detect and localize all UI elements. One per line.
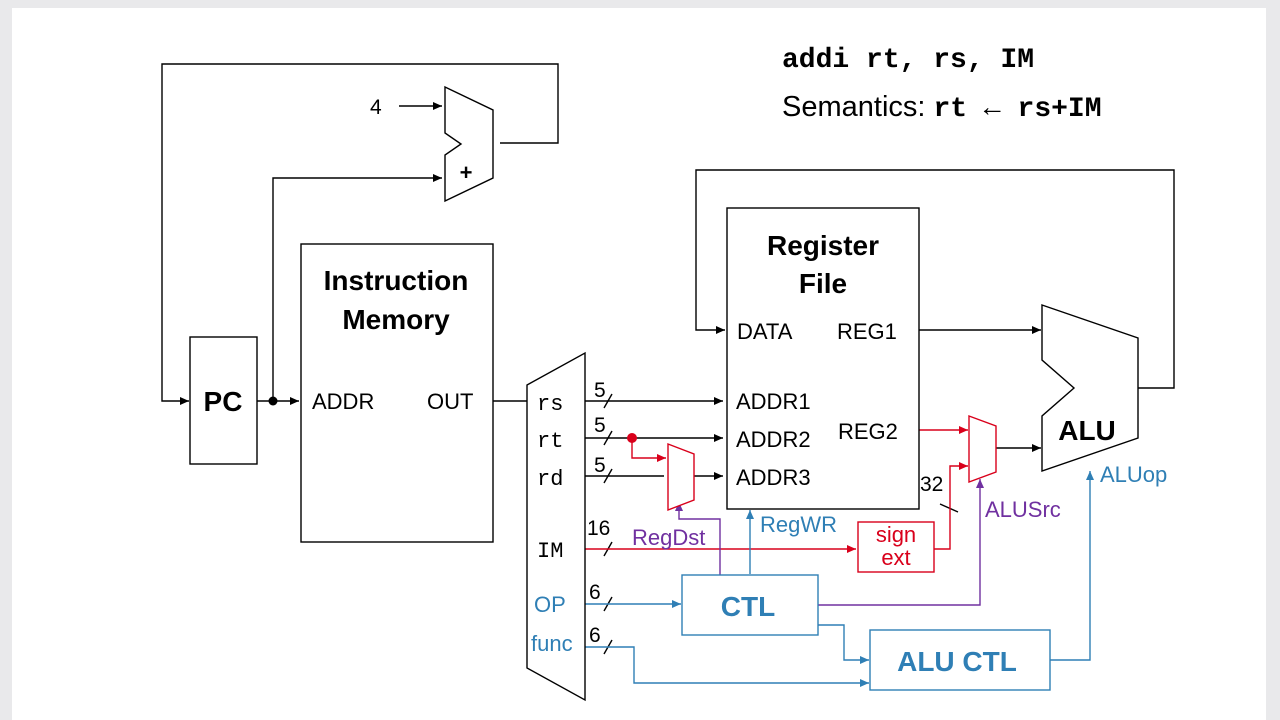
- slide: addi rt, rs, IM Semantics: rt ← rs+IM: [12, 8, 1266, 720]
- wire-func-aluctl: [584, 646, 869, 687]
- field-im: IM: [537, 539, 563, 564]
- const-four-label: 4: [370, 96, 382, 119]
- field-func: func: [531, 631, 573, 656]
- width-rd: 5: [594, 454, 606, 477]
- wire-ctl-aluctl: [818, 624, 869, 664]
- aluctl-label: ALU CTL: [897, 646, 1017, 677]
- width-rs: 5: [594, 379, 606, 402]
- width-rt: 5: [594, 414, 606, 437]
- slash-rt: [603, 430, 613, 446]
- alu: [1041, 304, 1139, 472]
- semantics-expression: rt ← rs+IM: [934, 94, 1102, 125]
- wire-aluop: [1050, 471, 1094, 661]
- imem-title-line1: Instruction: [324, 265, 469, 296]
- field-rd: rd: [537, 467, 563, 492]
- rf-addr3-port: ADDR3: [736, 465, 811, 490]
- regfile-title-line1: Register: [767, 230, 879, 261]
- wire-alu-writeback: [695, 169, 1175, 389]
- width-im: 16: [587, 517, 610, 540]
- regdst-mux: [667, 442, 695, 512]
- imem-addr-port: ADDR: [312, 389, 374, 414]
- wire-regdst: [675, 502, 721, 576]
- slash-ext: [939, 503, 959, 513]
- width-ext: 32: [920, 473, 943, 496]
- rf-reg2-port: REG2: [838, 419, 898, 444]
- blue-wires: [584, 471, 1094, 687]
- instruction-splitter: [526, 351, 586, 702]
- width-op: 6: [589, 581, 601, 604]
- register-file: [726, 207, 920, 510]
- junction-pc: [268, 396, 278, 406]
- wire-ext-to-alusrc: [934, 462, 968, 550]
- regfile-title-line2: File: [799, 268, 847, 299]
- pc-adder: [444, 85, 494, 203]
- adder-plus: +: [460, 160, 473, 185]
- control-unit: [681, 574, 819, 636]
- instruction-heading: addi rt, rs, IM: [782, 45, 1034, 76]
- rf-reg1-port: REG1: [837, 319, 897, 344]
- sign-extend: [857, 521, 935, 573]
- wire-alusrc: [818, 479, 984, 606]
- ctl-label: CTL: [721, 591, 775, 622]
- slash-rd: [603, 468, 613, 484]
- pc-register: [189, 336, 258, 465]
- signal-alusrc: ALUSrc: [985, 497, 1061, 522]
- alu-label: ALU: [1058, 415, 1116, 446]
- rf-data-port: DATA: [737, 319, 793, 344]
- imem-title-line2: Memory: [342, 304, 450, 335]
- signal-aluop: ALUop: [1100, 462, 1167, 487]
- imem-out-port: OUT: [427, 389, 473, 414]
- alusrc-mux: [968, 414, 997, 484]
- field-rs: rs: [537, 392, 563, 417]
- signal-regwr: RegWR: [760, 512, 837, 537]
- datapath-diagram: addi rt, rs, IM Semantics: rt ← rs+IM: [161, 45, 1175, 702]
- purple-wires: [675, 479, 984, 606]
- alu-control-unit: [869, 629, 1051, 691]
- pc-label: PC: [204, 386, 243, 417]
- rf-addr1-port: ADDR1: [736, 389, 811, 414]
- signext-label-line2: ext: [881, 545, 910, 570]
- semantics-heading: Semantics: rt ← rs+IM: [782, 91, 1102, 125]
- wire-pc-next: [161, 63, 559, 405]
- semantics-label: Semantics:: [782, 91, 934, 123]
- wire-rt-to-regdst: [631, 438, 666, 462]
- wire-pc-to-adder: [272, 174, 442, 401]
- signext-label-line1: sign: [876, 522, 916, 547]
- junction-rt: [627, 433, 637, 443]
- signal-regdst: RegDst: [632, 525, 705, 550]
- field-op: OP: [534, 592, 566, 617]
- rf-addr2-port: ADDR2: [736, 427, 811, 452]
- width-func: 6: [589, 624, 601, 647]
- slash-rs: [603, 393, 613, 409]
- instruction-memory: [300, 243, 494, 543]
- field-rt: rt: [537, 429, 563, 454]
- black-wires: [161, 63, 1175, 655]
